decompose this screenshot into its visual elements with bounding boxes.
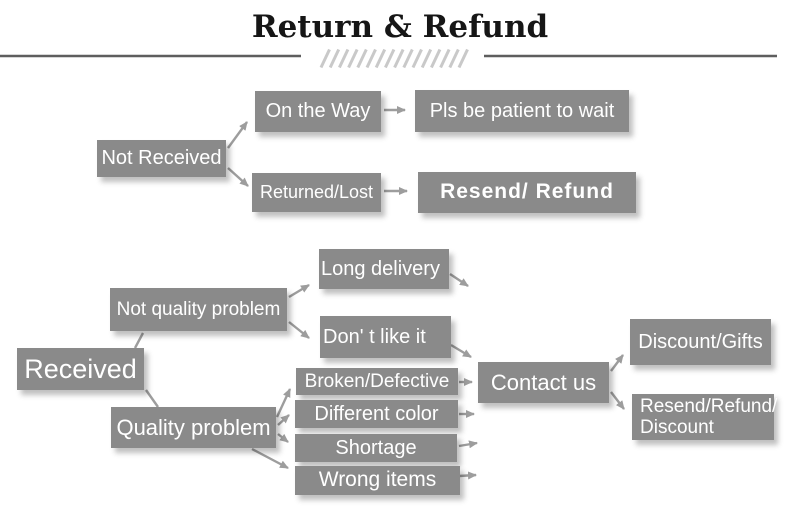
- node-not-received: Not Received: [97, 140, 226, 177]
- node-discount-gifts: Discount/Gifts: [630, 319, 771, 365]
- node-resend-refund-discount-line1: Resend/Refund/: [640, 395, 778, 417]
- node-resend-refund: Resend/ Refund: [418, 172, 636, 213]
- node-different-color: Different color: [295, 400, 458, 428]
- node-received: Received: [17, 348, 144, 390]
- node-wrong-items: Wrong items: [295, 466, 460, 495]
- node-dont-like-it: Don' t like it: [320, 316, 451, 358]
- node-pls-be-patient: Pls be patient to wait: [415, 90, 629, 132]
- node-not-quality-problem: Not quality problem: [110, 288, 287, 331]
- node-broken-defective: Broken/Defective: [296, 368, 458, 395]
- node-returned-lost: Returned/Lost: [252, 173, 381, 212]
- node-on-the-way: On the Way: [255, 91, 381, 132]
- node-resend-refund-discount: Resend/Refund/ Discount: [632, 394, 778, 440]
- hatch-decoration: [319, 48, 469, 69]
- node-contact-us: Contact us: [478, 362, 609, 403]
- flow-arrows: [133, 106, 625, 480]
- node-shortage: Shortage: [295, 434, 457, 462]
- node-quality-problem: Quality problem: [111, 407, 276, 448]
- node-long-delivery: Long delivery: [319, 249, 449, 289]
- node-resend-refund-discount-line2: Discount: [640, 417, 714, 438]
- page-title: Return & Refund: [251, 9, 549, 45]
